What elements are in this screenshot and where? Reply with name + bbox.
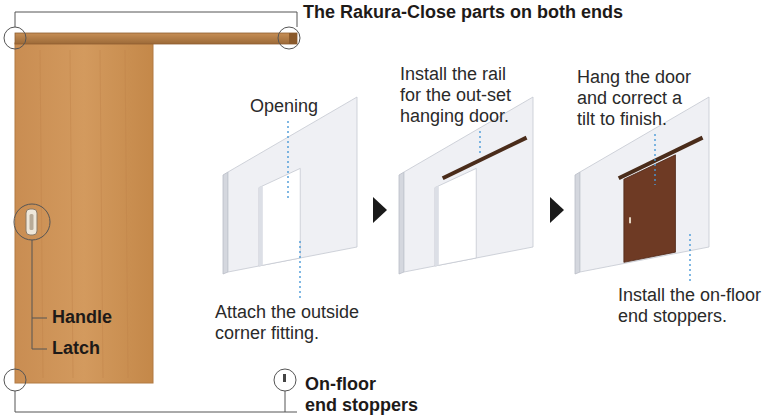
part-label: On-floor end stoppers xyxy=(305,374,427,416)
handle-recess xyxy=(26,209,37,235)
callout-circle xyxy=(278,27,300,49)
wall-edge xyxy=(399,172,404,274)
heading-label: The Rakura-Close parts on both ends xyxy=(303,2,623,23)
opening-jamb xyxy=(259,186,263,266)
wood-grain xyxy=(70,50,73,378)
callout-circle xyxy=(14,204,50,240)
wood-grain xyxy=(40,50,43,378)
door-rail xyxy=(15,33,297,44)
part-label: Handle xyxy=(52,307,112,328)
wall-rail xyxy=(443,138,527,179)
wrap-spacer xyxy=(387,374,427,375)
rail-cap xyxy=(289,33,297,44)
step-label: Attach the outside corner fitting. xyxy=(215,302,380,344)
dotted-leader xyxy=(689,232,690,281)
leader-line xyxy=(32,318,47,319)
step-arrow xyxy=(373,197,387,223)
door-handle xyxy=(629,217,631,223)
hung-door xyxy=(624,155,676,262)
leader-line xyxy=(15,391,297,412)
opening-jamb xyxy=(435,186,439,266)
door-leaf xyxy=(15,43,153,383)
step-label: Install the on-floor end stoppers. xyxy=(618,285,768,327)
leader-line xyxy=(15,12,297,27)
part-label: Latch xyxy=(52,338,100,359)
dotted-leader xyxy=(654,134,655,185)
leader-line xyxy=(32,240,47,349)
step-label: Opening xyxy=(250,96,318,117)
step-label: Install the rail for the out-set hanging… xyxy=(400,64,525,127)
wood-grain xyxy=(125,50,128,378)
wall-edge xyxy=(223,172,228,274)
step-label: Hang the door and correct a tilt to fini… xyxy=(577,67,697,130)
wall-face xyxy=(228,97,357,272)
wood-grain xyxy=(100,50,103,378)
callout-circle xyxy=(4,27,26,49)
dotted-leader xyxy=(287,121,288,200)
callout-circle xyxy=(4,369,26,391)
dotted-leader xyxy=(479,131,480,156)
wall-panel xyxy=(223,97,357,274)
wall-edge xyxy=(575,172,580,274)
handle-latch xyxy=(30,214,34,230)
floor-stopper xyxy=(283,374,286,382)
wall-opening xyxy=(435,168,476,266)
step-arrow xyxy=(550,197,564,223)
leader-line xyxy=(285,391,286,412)
callout-circle xyxy=(274,369,296,391)
wall-opening xyxy=(259,168,300,266)
dotted-leader xyxy=(299,240,300,298)
